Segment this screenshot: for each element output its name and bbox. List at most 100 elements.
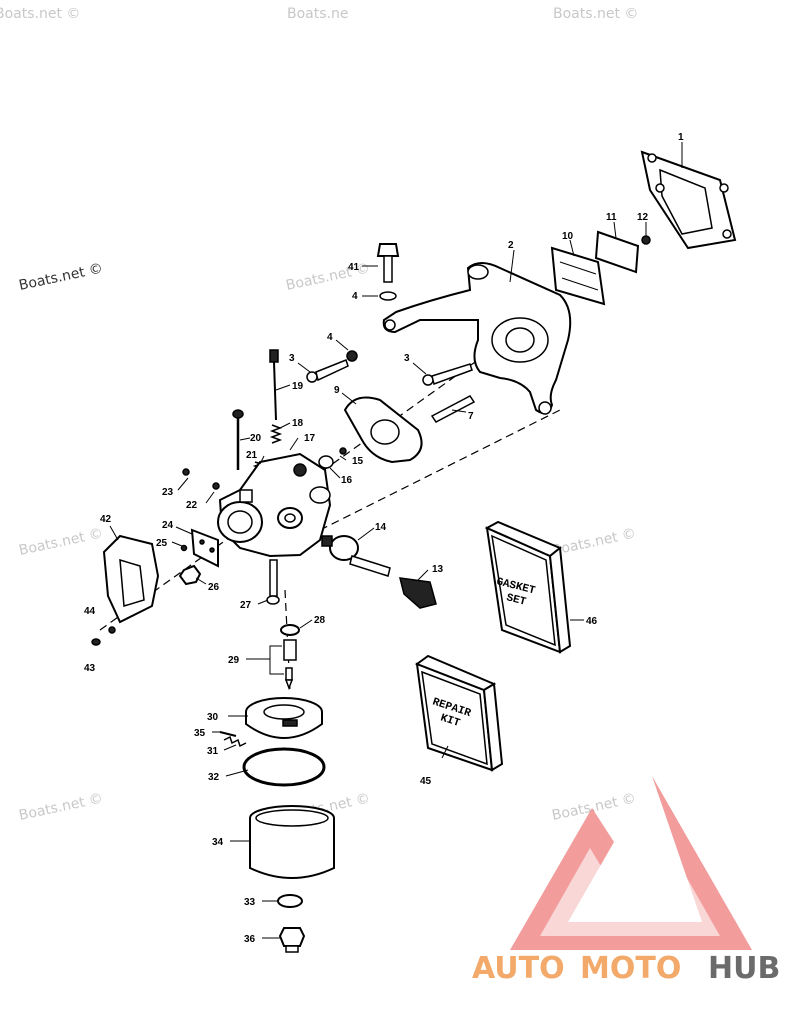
part-28-washer	[280, 624, 300, 636]
part-10-reed-plate	[550, 246, 606, 306]
part-18-spring	[269, 424, 283, 444]
callout-24: 24	[162, 520, 174, 531]
callout-45: 45	[420, 776, 432, 787]
callout-31: 31	[207, 746, 219, 757]
part-44-washer	[108, 626, 116, 634]
callout-35: 35	[194, 728, 206, 739]
part-4-washer-top	[379, 291, 397, 301]
callout-33: 33	[244, 897, 256, 908]
part-46-gasket-set-box: GASKET SET	[484, 520, 572, 654]
part-22-washer	[212, 482, 220, 490]
part-3-screw-left	[306, 359, 349, 383]
callout-18: 18	[292, 418, 304, 429]
part-35-float-pin	[219, 731, 237, 737]
callout-3: 3	[289, 353, 295, 364]
logo-brand-hub: HUB	[708, 951, 780, 986]
part-24-cover-plate	[190, 528, 219, 568]
part-42-bracket	[102, 534, 160, 624]
assembly-lines	[99, 329, 561, 691]
part-9-flange-gasket	[343, 396, 423, 464]
callout-36: 36	[244, 934, 256, 945]
callout-44: 44	[84, 606, 96, 617]
callout-32: 32	[208, 772, 220, 783]
callout-4: 4	[327, 332, 333, 343]
part-34-float-bowl	[249, 805, 335, 879]
callout-46: 46	[586, 616, 598, 627]
callout-22: 22	[186, 500, 198, 511]
callout-21: 21	[246, 450, 258, 461]
callout-28: 28	[314, 615, 326, 626]
leader-lines	[109, 142, 683, 939]
part-32-o-ring	[242, 747, 326, 787]
callout-30: 30	[207, 712, 219, 723]
part-36-drain-screw	[278, 927, 306, 953]
logo-brand-auto: AUTO	[472, 951, 565, 986]
callout-23: 23	[162, 487, 174, 498]
watermark: Boats.net ©	[18, 261, 105, 294]
watermark-layer: Boats.net © Boats.ne Boats.net © Boats.n…	[0, 6, 638, 824]
part-20-needle-screw	[232, 409, 244, 470]
part-29-needle-and-seat	[283, 639, 297, 691]
watermark: Boats.net ©	[553, 6, 638, 22]
callout-20: 20	[250, 433, 262, 444]
part-31-spring	[223, 735, 247, 748]
callout-layer: 1 2 3 3 4 4 7 9 10 11 12 13 14 15 16 17 …	[84, 132, 684, 945]
part-41-bolt	[376, 243, 400, 283]
part-7-stud	[430, 395, 476, 423]
watermark: Boats.net ©	[18, 791, 105, 824]
callout-29: 29	[228, 655, 240, 666]
callout-16: 16	[341, 475, 353, 486]
logo-triangle-inner	[540, 806, 720, 936]
part-14-throttle-shaft	[321, 535, 391, 577]
repair-kit-label-2: KIT	[439, 712, 462, 730]
part-19-choke-rod	[269, 349, 279, 421]
part-27-stud	[266, 559, 280, 605]
callout-34: 34	[212, 837, 224, 848]
callout-41: 41	[348, 262, 360, 273]
logo-brand-moto: MOTO	[580, 951, 681, 986]
part-2-intake-manifold	[382, 262, 572, 415]
callout-14: 14	[375, 522, 387, 533]
part-43-screw	[91, 638, 101, 646]
automotohub-logo: AUTO MOTO HUB	[472, 776, 780, 986]
part-26-nut	[178, 564, 202, 586]
callout-15: 15	[352, 456, 364, 467]
watermark: Boats.ne	[287, 6, 348, 22]
callout-43: 43	[84, 663, 96, 674]
part-15-screw	[339, 447, 347, 455]
part-1-gasket	[640, 150, 737, 250]
part-13-throttle-lever	[399, 577, 437, 609]
part-45-repair-kit-box: REPAIR KIT	[414, 654, 504, 772]
watermark: Boats.net ©	[551, 526, 638, 559]
watermark: Boats.net ©	[18, 526, 105, 559]
callout-13: 13	[432, 564, 444, 575]
callout-4: 4	[352, 291, 358, 302]
part-11-reed-stop	[594, 230, 640, 274]
callout-26: 26	[208, 582, 220, 593]
watermark: Boats.net ©	[0, 6, 80, 22]
callout-27: 27	[240, 600, 252, 611]
part-16-plug	[318, 455, 334, 469]
part-12-screw	[641, 235, 651, 245]
part-33-gasket	[277, 894, 303, 908]
callout-42: 42	[100, 514, 112, 525]
callout-3: 3	[404, 353, 410, 364]
part-25-screw	[180, 544, 188, 552]
part-4-washer-mid	[346, 350, 358, 362]
callout-2: 2	[508, 240, 514, 251]
part-30-float	[245, 697, 323, 739]
callout-9: 9	[334, 385, 340, 396]
callout-17: 17	[304, 433, 316, 444]
callout-25: 25	[156, 538, 168, 549]
callout-11: 11	[606, 212, 617, 223]
callout-1: 1	[678, 132, 684, 143]
callout-19: 19	[292, 381, 304, 392]
callout-7: 7	[468, 411, 474, 422]
part-3-screw-right	[422, 363, 473, 386]
gasket-set-label-2: SET	[505, 592, 528, 609]
part-23-screw	[182, 468, 190, 476]
carburetor-body	[217, 452, 332, 558]
callout-10: 10	[562, 231, 574, 242]
callout-12: 12	[637, 212, 649, 223]
